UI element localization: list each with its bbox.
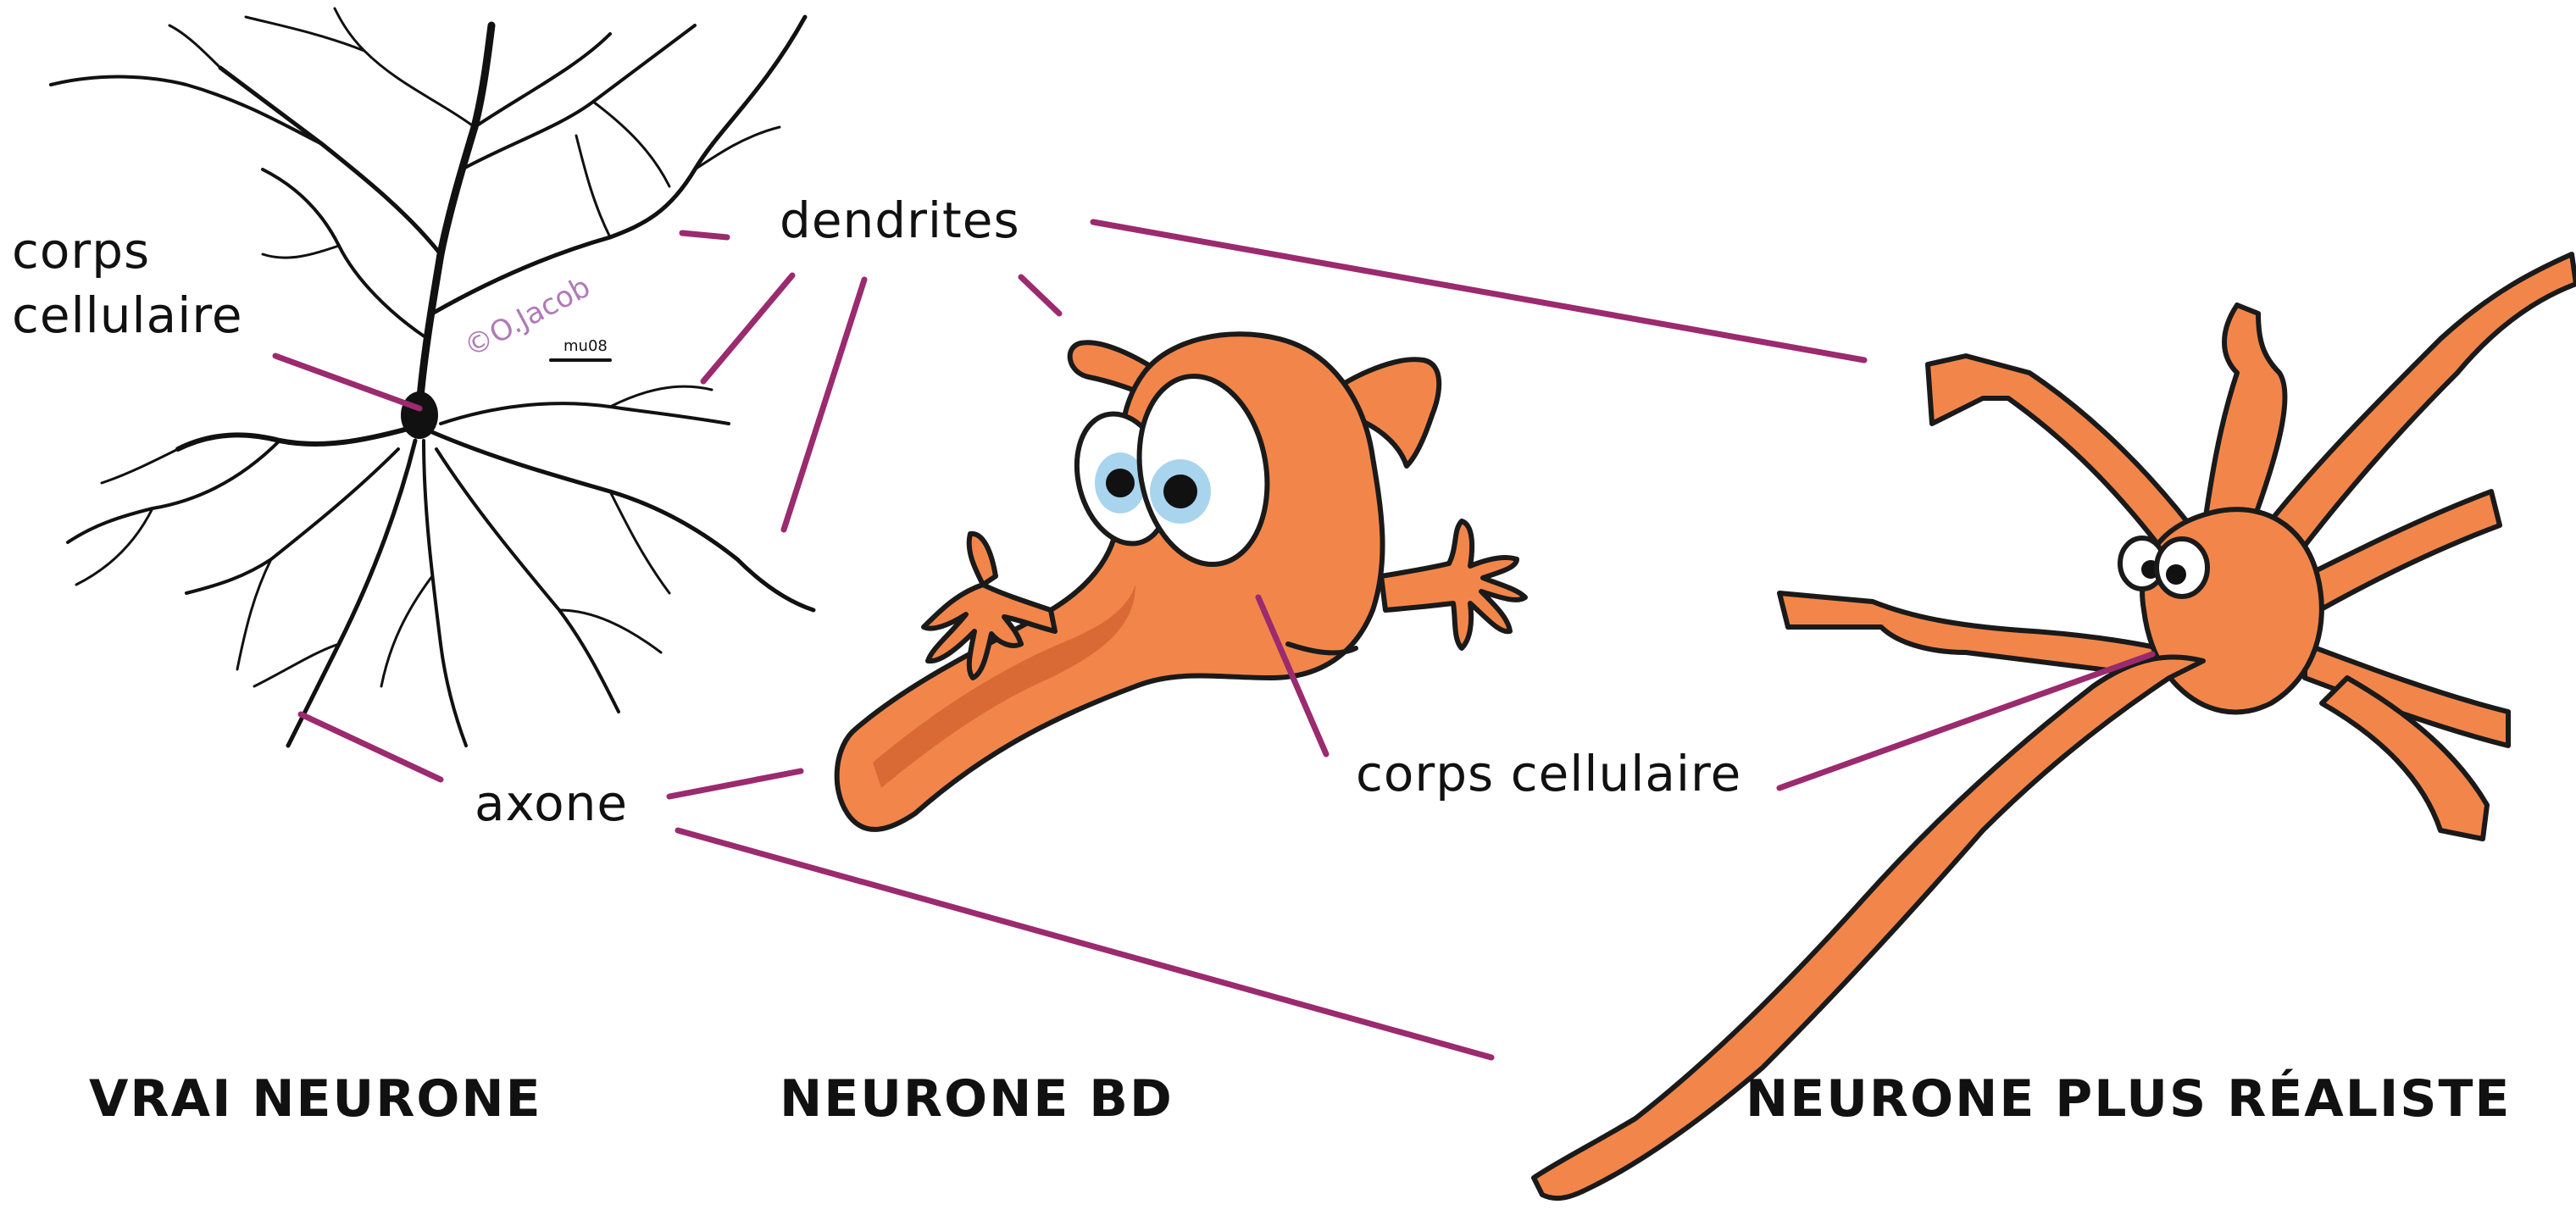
- label-corps-cellulaire-left: corps cellulaire: [12, 219, 243, 347]
- real-neuron-dendrite: [381, 576, 432, 686]
- label-dendrites: dendrites: [780, 188, 1020, 253]
- label-corps-line2: cellulaire: [12, 283, 243, 347]
- real-neuron-dendrite: [436, 449, 619, 712]
- leader-corps-left: [275, 356, 419, 408]
- leader-axone-2: [669, 771, 801, 796]
- scale-bar-label: mu08: [564, 337, 608, 355]
- title-neurone-plus-realiste: NEURONE PLUS RÉALISTE: [1746, 1069, 2511, 1129]
- real-neuron-dendrite: [288, 441, 415, 746]
- title-neurone-bd: NEURONE BD: [780, 1069, 1174, 1129]
- realistic-dendrite: [2203, 305, 2285, 542]
- leader-axone-1: [301, 714, 441, 780]
- real-neuron-dendrite: [246, 17, 364, 51]
- real-neuron-dendrite: [576, 136, 610, 237]
- cartoon-right-arm: [1381, 521, 1525, 648]
- realistic-pupil-right: [2166, 564, 2186, 585]
- real-neuron-drawing: [51, 8, 813, 746]
- real-neuron-dendrite: [169, 25, 220, 68]
- real-neuron-dendrite: [610, 491, 669, 593]
- real-neuron-dendrite: [186, 449, 398, 593]
- leader-axone-3: [678, 830, 1491, 1057]
- real-neuron-dendrite: [335, 8, 475, 127]
- realistic-neuron: [1534, 254, 2576, 1198]
- cartoon-left-arm-thumb: [969, 534, 996, 585]
- real-neuron-dendrite: [102, 449, 178, 483]
- real-neuron-dendrite: [263, 169, 428, 339]
- real-neuron-dendrite: [475, 34, 610, 127]
- real-neuron-dendrite: [51, 77, 322, 144]
- label-corps-line1: corps: [12, 219, 243, 283]
- real-neuron-dendrite: [610, 386, 712, 407]
- real-neuron-dendrite: [68, 441, 280, 542]
- leader-dendrites-2: [703, 275, 792, 381]
- real-neuron-dendrite: [220, 68, 441, 254]
- cartoon-pupil-left: [1106, 469, 1135, 497]
- leader-dendrites-3: [784, 280, 864, 530]
- real-neuron-dendrite: [263, 246, 339, 258]
- real-neuron-dendrite: [441, 403, 729, 424]
- cartoon-pupil-right: [1163, 475, 1197, 508]
- leader-dendrites-1: [682, 233, 727, 237]
- label-corps-cellulaire-right: corps cellulaire: [1356, 741, 1741, 806]
- real-neuron-dendrite: [593, 102, 669, 186]
- label-axone: axone: [475, 771, 628, 835]
- real-neuron-dendrite: [178, 428, 411, 449]
- realistic-dendrite: [1928, 356, 2203, 559]
- leader-dendrites-4: [1021, 277, 1059, 314]
- title-vrai-neurone: VRAI NEURONE: [89, 1069, 542, 1129]
